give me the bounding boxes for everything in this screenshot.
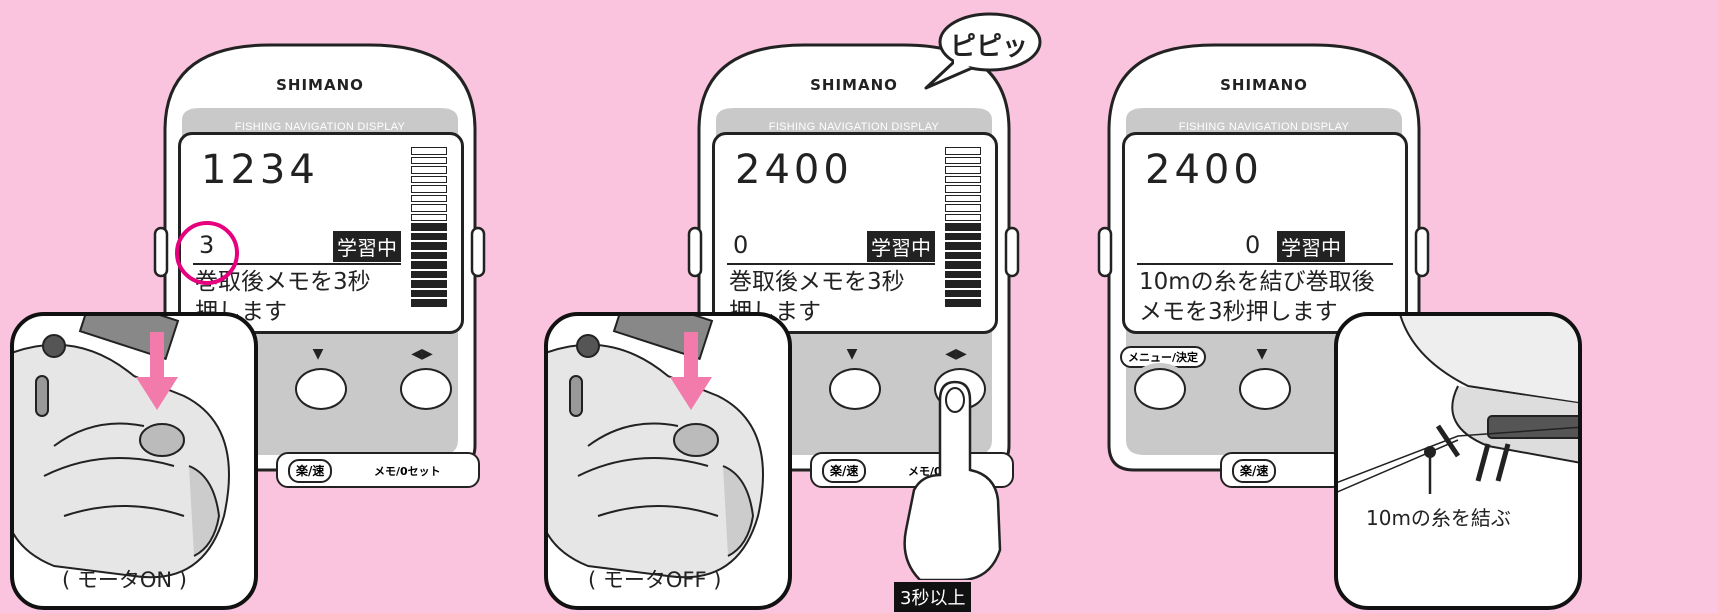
depth-readout: 2400	[1145, 147, 1263, 193]
down-arrow-icon: ▼	[1256, 346, 1268, 362]
gauge-segment	[945, 175, 981, 183]
lcd-screen: 2400 0 学習中 巻取後メモを3秒 押します	[712, 132, 998, 334]
down-button[interactable]	[829, 368, 881, 410]
gauge-segment	[945, 261, 981, 269]
message-line-1: 巻取後メモを3秒	[729, 269, 905, 295]
raku-speed-button[interactable]: 楽/速	[1232, 459, 1277, 483]
gauge-segment	[411, 242, 447, 250]
message-line-1: 10mの糸を結び巻取後	[1139, 269, 1375, 295]
gauge-segment	[945, 251, 981, 259]
level-bar-gauge	[945, 147, 981, 309]
gauge-segment	[411, 270, 447, 278]
memo-reset-label: メモ/0セット	[374, 465, 441, 478]
gauge-segment	[411, 166, 447, 174]
gauge-segment	[411, 251, 447, 259]
gauge-segment	[411, 289, 447, 297]
gauge-segment	[945, 280, 981, 288]
memo-readout: 0	[733, 231, 749, 259]
down-button[interactable]	[295, 368, 347, 410]
depth-readout: 2400	[735, 147, 853, 193]
gauge-segment	[945, 194, 981, 202]
down-arrow-icon: ▼	[846, 346, 858, 362]
left-right-button[interactable]	[400, 368, 452, 410]
left-right-arrow-icon: ◀▶	[411, 346, 433, 362]
device-subtitle: FISHING NAVIGATION DISPLAY	[1178, 121, 1350, 133]
gauge-segment	[411, 261, 447, 269]
tie-line-caption: 10mの糸を結ぶ	[1366, 506, 1511, 530]
gauge-segment	[945, 166, 981, 174]
learning-badge: 学習中	[867, 231, 935, 262]
gauge-segment	[945, 156, 981, 164]
gauge-segment	[945, 185, 981, 193]
level-bar-gauge	[411, 147, 447, 309]
motor-state-caption: ( モータON )	[62, 568, 187, 592]
gauge-segment	[411, 299, 447, 307]
gauge-segment	[411, 194, 447, 202]
gauge-segment	[411, 232, 447, 240]
screen-divider	[727, 263, 935, 265]
gauge-segment	[411, 175, 447, 183]
lcd-screen: 2400 0 学習中 10mの糸を結び巻取後 メモを3秒押します	[1122, 132, 1408, 334]
lcd-screen: 1234 3 学習中 巻取後メモを3秒 押します	[178, 132, 464, 334]
gauge-segment	[945, 213, 981, 221]
down-button[interactable]	[1239, 368, 1291, 410]
press-duration-tag: 3秒以上	[894, 582, 972, 612]
memo-readout: 3	[199, 231, 215, 259]
device-panel-2: ピピッ SHIMANO FISHING NAVIGATION DISPLAY 2…	[544, 0, 1214, 613]
screen-divider	[1137, 263, 1393, 265]
down-arrow-icon: ▼	[312, 346, 324, 362]
gauge-segment	[411, 185, 447, 193]
device-panel-3: SHIMANO FISHING NAVIGATION DISPLAY 2400 …	[1064, 0, 1718, 613]
learning-badge: 学習中	[333, 231, 401, 262]
gauge-segment	[945, 232, 981, 240]
gauge-segment	[411, 213, 447, 221]
depth-readout: 1234	[201, 147, 319, 193]
message-line-2: メモを3秒押します	[1139, 299, 1338, 325]
beep-sound-text: ピピッ	[950, 32, 1029, 62]
device-panel-1: SHIMANO FISHING NAVIGATION DISPLAY 1234 …	[10, 0, 680, 613]
press-arrow-icon	[670, 332, 712, 410]
brand-logo: SHIMANO	[276, 76, 364, 94]
gauge-segment	[945, 270, 981, 278]
reel-line-illustration	[1338, 316, 1578, 494]
highlight-circle	[175, 221, 239, 285]
gauge-segment	[945, 299, 981, 307]
raku-speed-button[interactable]: 楽/速	[288, 459, 333, 483]
gauge-segment	[411, 156, 447, 164]
brand-logo: SHIMANO	[810, 76, 898, 94]
memo-readout: 0	[1245, 231, 1261, 259]
pressing-finger-icon	[903, 380, 1002, 580]
speech-bubble	[924, 12, 1042, 90]
reel-inset-photo: ( モータOFF )	[544, 312, 792, 610]
device-subtitle: FISHING NAVIGATION DISPLAY	[768, 121, 940, 133]
brand-logo: SHIMANO	[1220, 76, 1308, 94]
gauge-segment	[411, 204, 447, 212]
raku-speed-button[interactable]: 楽/速	[822, 459, 867, 483]
device-subtitle: FISHING NAVIGATION DISPLAY	[234, 121, 406, 133]
menu-confirm-button[interactable]	[1134, 368, 1186, 410]
bottom-button-panel: 楽/速	[1220, 452, 1344, 488]
gauge-segment	[945, 223, 981, 231]
bottom-button-panel: 楽/速 メモ/0セット	[276, 452, 480, 488]
left-right-arrow-icon: ◀▶	[945, 346, 967, 362]
gauge-segment	[945, 289, 981, 297]
gauge-segment	[945, 204, 981, 212]
screen-divider	[193, 263, 401, 265]
gauge-segment	[945, 147, 981, 155]
learning-badge: 学習中	[1277, 231, 1345, 262]
press-arrow-icon	[136, 332, 178, 410]
gauge-segment	[411, 223, 447, 231]
gauge-segment	[411, 147, 447, 155]
line-knot-inset-photo: 10mの糸を結ぶ	[1334, 312, 1582, 610]
motor-state-caption: ( モータOFF )	[588, 568, 722, 592]
gauge-segment	[945, 242, 981, 250]
menu-confirm-label: メニュー/決定	[1120, 346, 1207, 368]
reel-inset-photo: ( モータON )	[10, 312, 258, 610]
message-line-1: 巻取後メモを3秒	[195, 269, 371, 295]
gauge-segment	[411, 280, 447, 288]
